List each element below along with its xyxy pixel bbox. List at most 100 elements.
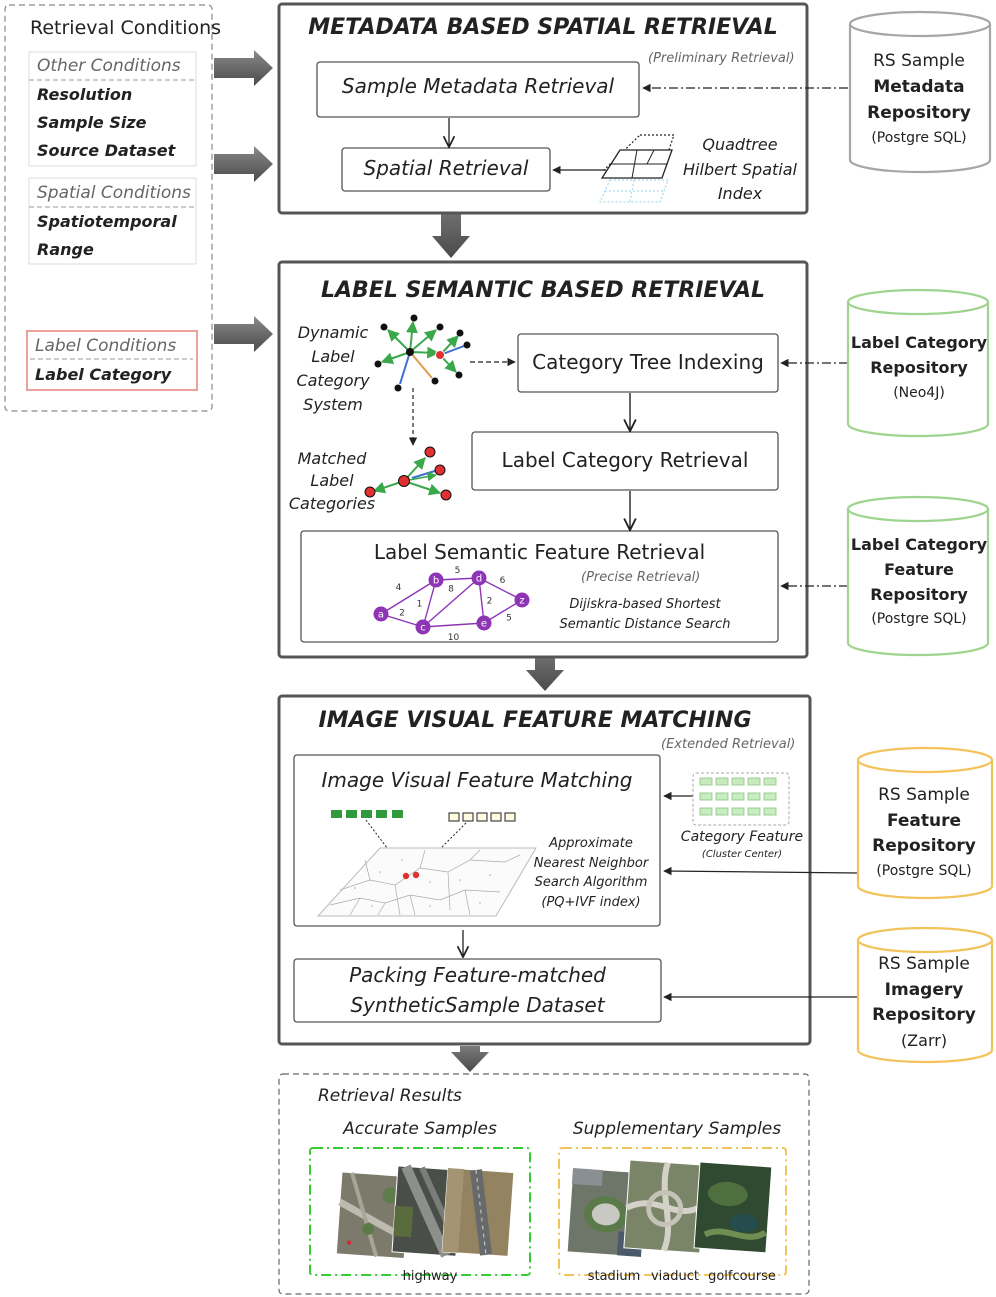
ann-line-3: Search Algorithm xyxy=(534,875,648,890)
retrieval-results-panel xyxy=(278,1073,810,1295)
graph-edge-weight: 6 xyxy=(500,576,506,586)
spatial-conditions-header: Spatial Conditions xyxy=(37,183,191,203)
imagery-repo-line-2: Imagery xyxy=(884,980,964,1000)
metadata-repo-line-1: RS Sample xyxy=(873,51,965,71)
feature-repo-line-1: Label Category xyxy=(850,535,988,554)
query-feature-vector xyxy=(331,810,403,818)
metadata-stage xyxy=(277,2,848,215)
highway-label: highway xyxy=(402,1269,458,1284)
graph-node-label: a xyxy=(378,610,384,621)
repository-cylinders xyxy=(846,10,994,1064)
graph-node-label: e xyxy=(481,619,487,630)
feature-repo-line-3: Repository xyxy=(870,585,968,604)
graph-edge-weight: 5 xyxy=(455,566,461,576)
condition-source-dataset: Source Dataset xyxy=(37,141,176,160)
retrieval-results-title: Retrieval Results xyxy=(318,1086,462,1106)
graph-edge-weight: 4 xyxy=(396,583,402,593)
graph-edge-weight: 10 xyxy=(448,633,460,643)
visual-stage-title: IMAGE VISUAL FEATURE MATCHING xyxy=(318,708,752,733)
spatial-conditions-box xyxy=(28,177,197,265)
metadata-repo-line-4: (Postgre SQL) xyxy=(871,130,967,146)
feature-repo-line-2: Feature xyxy=(884,560,954,579)
graph-node-label: b xyxy=(433,576,439,587)
dynamic-label-line-1: Dynamic xyxy=(297,323,369,342)
label-stage-title: LABEL SEMANTIC BASED RETRIEVAL xyxy=(320,278,766,303)
repository-cylinder-4 xyxy=(856,926,994,1064)
other-conditions-arrow xyxy=(214,50,273,86)
cluster-center-label: (Cluster Center) xyxy=(701,849,783,860)
precise-retrieval-subtitle: (Precise Retrieval) xyxy=(581,570,701,585)
ann-line-1: Approximate xyxy=(549,836,633,851)
graph-edge-weight: 2 xyxy=(487,597,493,607)
stadium-label: stadium xyxy=(587,1269,641,1284)
label-category-retrieval-label: Label Category Retrieval xyxy=(501,448,749,472)
visual-feature-stage xyxy=(277,694,859,1046)
sample-metadata-retrieval-box xyxy=(316,61,640,118)
graph-edge-weight: 2 xyxy=(399,609,405,619)
visual-to-results-arrow xyxy=(451,1046,489,1072)
dynamic-label-line-3: Category xyxy=(296,371,370,390)
label-conditions-box xyxy=(26,330,198,391)
dynamic-label-line-2: Label xyxy=(311,347,355,366)
highway-sample-images xyxy=(335,1164,515,1260)
quadtree-index-icon xyxy=(599,134,675,203)
dynamic-label-graph xyxy=(374,314,471,392)
graph-node-label: d xyxy=(476,574,482,585)
sample-feature-repo-line-1: RS Sample xyxy=(878,785,970,805)
viaduct-label: viaduct xyxy=(650,1269,699,1284)
cluster-center-icon xyxy=(692,772,790,826)
other-conditions-box xyxy=(28,51,197,167)
condition-resolution: Resolution xyxy=(37,85,133,104)
dijkstra-line-2: Semantic Distance Search xyxy=(559,617,731,632)
feature-repo-line-4: (Postgre SQL) xyxy=(871,611,967,627)
repository-cylinder-3 xyxy=(856,746,994,900)
imagery-repo-line-1: RS Sample xyxy=(878,954,970,974)
neo4j-repo-line-2: Repository xyxy=(870,358,968,377)
category-feature-label: Category Feature xyxy=(680,829,804,845)
packing-line-1: Packing Feature-matched xyxy=(349,963,606,987)
label-conditions-header: Label Conditions xyxy=(35,336,177,356)
graph-node-c xyxy=(415,619,431,635)
graph-edge-weight: 5 xyxy=(506,614,512,624)
graph-node-a xyxy=(373,606,389,622)
graph-edge-weight: 1 xyxy=(417,600,423,610)
graph-node-label: c xyxy=(420,623,426,634)
supplementary-sample-images xyxy=(566,1159,773,1258)
dijkstra-line-1: Dijiskra-based Shortest xyxy=(569,597,721,612)
matched-label-line-1: Matched xyxy=(297,449,367,468)
graph-node-b xyxy=(428,572,444,588)
metadata-repo-line-2: Metadata xyxy=(873,77,965,97)
graph-edge-weight: 8 xyxy=(448,585,454,595)
dynamic-label-line-4: System xyxy=(303,395,363,414)
graph-edge-b-c xyxy=(422,579,437,628)
neo4j-repo-line-3: (Neo4J) xyxy=(893,385,945,401)
matched-label-line-3: Categories xyxy=(288,494,376,513)
graph-node-d xyxy=(471,570,487,586)
graph-node-z xyxy=(514,592,530,608)
sample-feature-repo-line-2: Feature xyxy=(886,811,962,831)
supplementary-samples-title: Supplementary Samples xyxy=(572,1119,782,1139)
ann-line-4: (PQ+IVF index) xyxy=(541,895,641,910)
repository-cylinder-1 xyxy=(846,288,990,438)
hilbert-label: Hilbert Spatial xyxy=(683,160,797,179)
sample-metadata-retrieval-label: Sample Metadata Retrieval xyxy=(341,74,615,98)
category-tree-indexing-label: Category Tree Indexing xyxy=(532,350,764,374)
retrieval-conditions-title: Retrieval Conditions xyxy=(30,17,222,39)
retrieval-conditions-panel xyxy=(4,4,213,412)
ann-line-2: Nearest Neighbor xyxy=(533,856,649,871)
label-semantic-feature-retrieval-label: Label Semantic Feature Retrieval xyxy=(373,540,706,564)
quadtree-label: Quadtree xyxy=(702,135,778,154)
graph-edge-d-z xyxy=(478,577,523,601)
label-semantic-feature-retrieval-box xyxy=(300,530,779,643)
condition-sample-size: Sample Size xyxy=(37,113,147,132)
matched-label-line-2: Label xyxy=(310,471,354,490)
graph-edge-c-e xyxy=(422,622,485,628)
voronoi-search-plane xyxy=(316,847,537,917)
graph-edge-c-d xyxy=(422,577,480,628)
sample-feature-repo-line-3: Repository xyxy=(872,836,976,856)
neo4j-repo-line-1: Label Category xyxy=(850,333,988,352)
spatial-conditions-arrow xyxy=(214,146,273,182)
